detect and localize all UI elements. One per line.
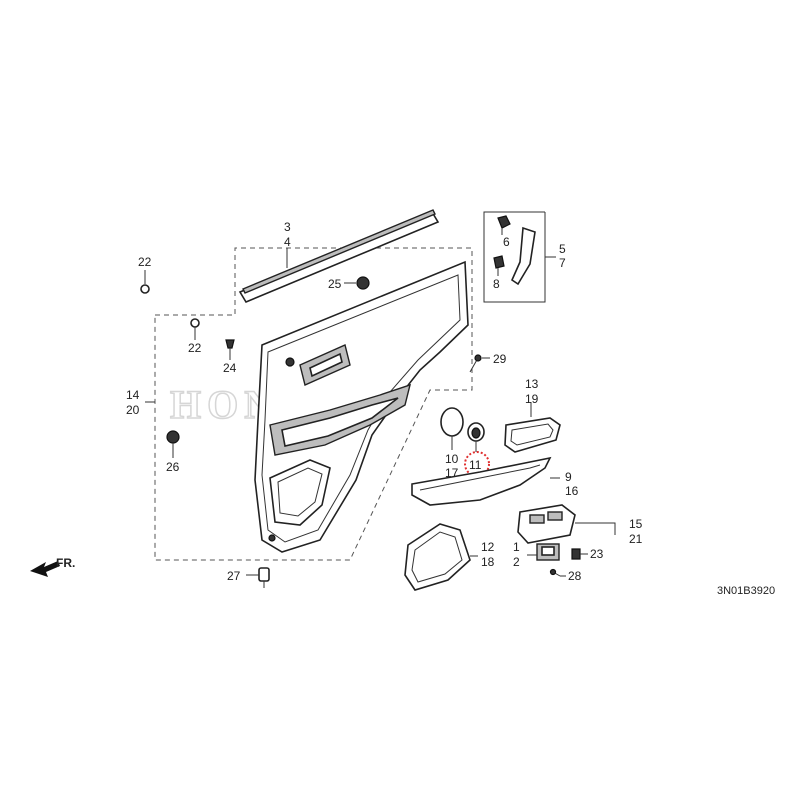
callout-18: 18 [481,555,495,569]
callout-14: 14 [126,388,140,402]
clip-22-icon [140,284,150,294]
door-lining-panel [254,260,469,553]
diagram-code: 3N01B3920 [717,585,775,597]
clip-24-icon [225,339,235,349]
callout-11: 11 [469,458,482,472]
weatherstrip-part [238,209,440,304]
callout-12: 12 [481,540,495,554]
front-direction-label: FR. [56,556,75,570]
clip-26-icon [166,430,180,444]
grille-10-part [440,407,464,437]
callout-16: 16 [565,484,579,498]
callout-3: 3 [284,220,291,234]
callout-4: 4 [284,235,291,249]
assembly-boundary [154,247,473,561]
callout-27: 27 [227,569,241,583]
switch-1-part [536,543,560,561]
highlight-ring [464,451,490,477]
grommet-25-icon [356,276,370,290]
callout-7: 7 [559,256,566,270]
callout-19: 19 [525,392,539,406]
callout-13: 13 [525,377,539,391]
garnish-9-part [411,456,552,506]
callout-9: 9 [565,470,572,484]
callout-5: 5 [559,242,566,256]
callout-6: 6 [503,235,510,249]
callout-1: 1 [513,540,520,554]
callout-24: 24 [223,361,237,375]
callout-22-upper: 22 [138,255,152,269]
screw-29-icon [469,354,482,373]
callout-21: 21 [629,532,643,546]
screw-28-icon [549,568,561,577]
pocket-garnish-part [404,523,471,591]
callout-26: 26 [166,460,180,474]
callout-29: 29 [493,352,507,366]
callout-25: 25 [328,277,342,291]
inset-garnish-group: 6 8 [483,211,556,303]
clip-27-icon [258,567,270,588]
callout-22-lower: 22 [188,341,202,355]
callout-28: 28 [568,569,582,583]
clip-22b-icon [190,318,200,328]
front-direction-arrow-icon [30,561,60,577]
callout-2: 2 [513,555,520,569]
callout-15: 15 [629,517,643,531]
callout-10: 10 [445,452,459,466]
switch-bezel-part [504,417,561,453]
clip-23-icon [571,548,581,560]
callout-8: 8 [493,277,500,291]
callout-23: 23 [590,547,604,561]
callout-20: 20 [126,403,140,417]
window-switch-part [517,504,576,544]
